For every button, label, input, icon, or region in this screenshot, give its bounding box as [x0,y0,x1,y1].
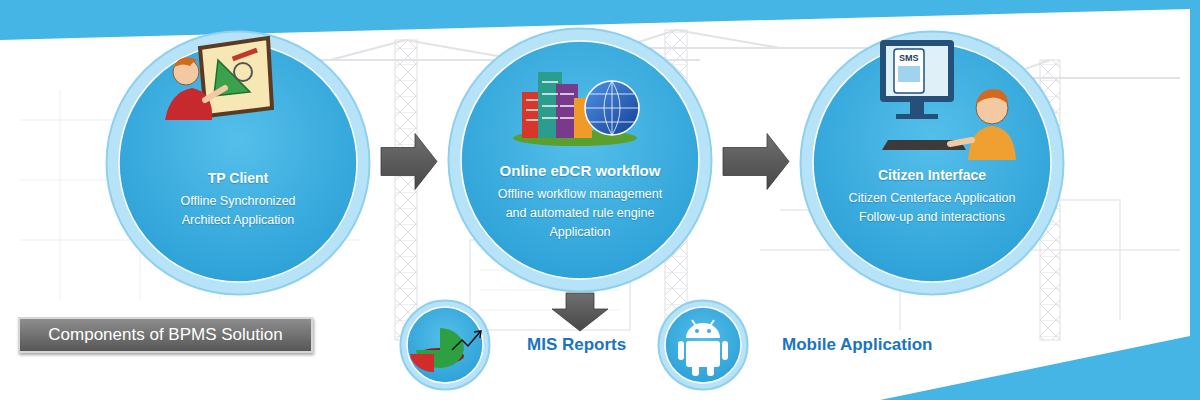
module-label: MIS Reports [527,334,626,356]
node-body: Citizen Centerface Application Follow-up… [834,189,1030,227]
buildings-icon [585,81,639,135]
buildings-icon [574,98,592,138]
node-body: Offline Synchronized Architect Applicati… [158,192,318,230]
outer-ring [449,29,712,292]
architect-icon [234,63,252,81]
citizen-icon [898,66,920,82]
android-icon [686,341,720,367]
text-block: TP ClientOffline Synchronized Architect … [158,170,318,230]
android-icon [692,320,714,326]
citizen-icon [880,40,954,102]
inner-disc [665,307,741,383]
outer-ring [107,32,370,295]
citizen-icon [976,92,1008,124]
outer-ring [659,301,748,390]
outer-ring [801,32,1064,295]
blueprint-watermark [20,30,1180,350]
circle-outline [799,30,1065,296]
android-icon [678,341,684,360]
architect-icon [232,48,258,62]
buildings-icon [522,92,542,138]
buildings-icon [513,130,637,146]
module-circle: Mobile Application [782,334,932,356]
circle-outline [657,299,749,391]
pie-chart-icon [410,354,434,372]
pie-chart-icon [416,348,464,364]
inner-disc [119,44,357,282]
process-circle: TP ClientOffline Synchronized Architect … [105,30,371,296]
circle-outline [399,299,491,391]
text-block: Online eDCR workflowOffline workflow man… [492,162,668,242]
citizen-icon [968,126,1016,160]
blueprint-watermark [395,40,417,340]
pie-chart-icon [416,328,464,368]
pie-chart-icon [474,331,481,338]
block-arrow [552,293,608,331]
citizen-icon [894,49,924,93]
citizen-icon [976,89,1008,104]
node-body: Offline workflow management and automate… [492,185,668,242]
android-icon [707,364,714,376]
citizen-icon [950,140,972,144]
android-icon [722,341,728,360]
node-title: Online eDCR workflow [492,162,668,179]
circle-outline [105,30,371,296]
pie-chart-icon [410,328,481,372]
inner-disc [813,44,1051,282]
architect-icon [214,60,250,96]
block-arrow [723,134,789,190]
module-label: Mobile Application [782,334,932,356]
buildings-icon [556,84,578,138]
module-circle: MIS Reports [527,334,626,356]
process-circle: Citizen InterfaceCitizen Centerface Appl… [799,30,1065,296]
white-panel [0,9,1190,400]
caption-text: Components of BPMS Solution [48,325,282,345]
architect-icon [173,57,198,68]
pie-chart-icon [452,332,480,350]
process-circle: Online eDCR workflowOffline workflow man… [447,27,713,293]
citizen-icon [880,40,1016,160]
architect-icon [165,88,212,120]
citizen-icon [886,46,948,96]
text-block: Citizen InterfaceCitizen Centerface Appl… [834,167,1030,227]
architect-icon [200,38,272,116]
block-arrow [381,134,437,190]
android-icon [686,323,720,338]
buildings-icon [513,72,639,146]
citizen-icon [910,102,924,114]
android-icon [707,329,711,333]
inner-disc [407,307,483,383]
citizen-icon [882,140,966,150]
architect-icon [173,59,199,85]
caption-box: Components of BPMS Solution [18,317,313,353]
node-title: TP Client [158,170,318,186]
buildings-icon [538,72,562,138]
outer-ring [401,301,490,390]
circle-outline [447,27,713,293]
android-icon [695,329,699,333]
node-title: Citizen Interface [834,167,1030,183]
screen-text: SMS [899,53,919,63]
buildings-icon [585,81,639,135]
architect-icon [205,88,225,100]
architect-icon [165,38,272,120]
inner-disc [461,41,699,279]
citizen-icon [896,114,938,119]
buildings-icon [526,82,574,120]
android-icon [678,320,728,376]
android-icon [692,364,699,376]
